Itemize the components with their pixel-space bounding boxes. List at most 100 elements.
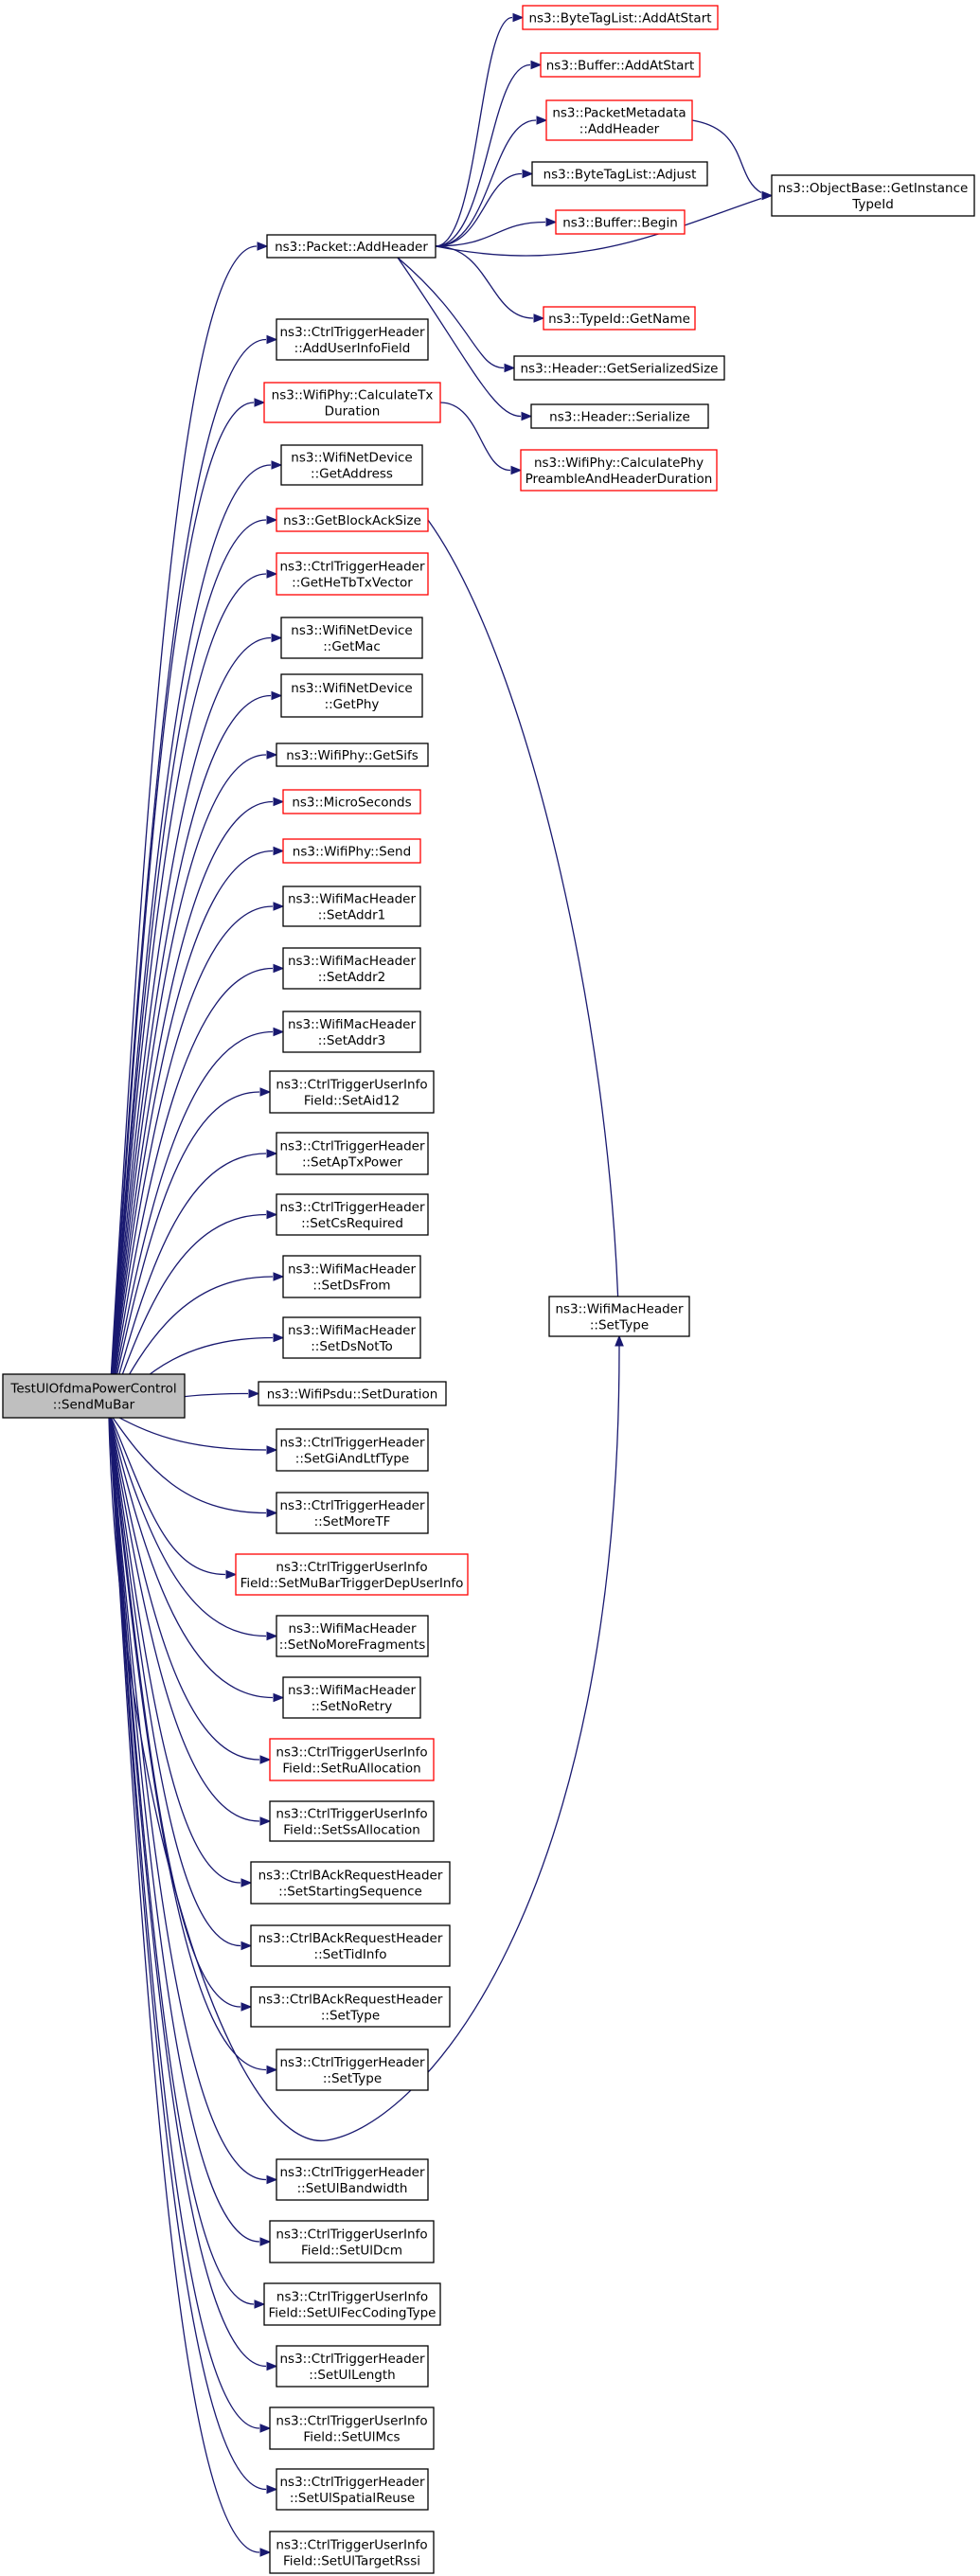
node-wifinetdevice-getmac[interactable]: ns3::WifiNetDevice::GetMac [280,617,423,659]
node-box[interactable] [269,2406,435,2450]
node-ctrltriggeruserinfofield-setruallocation[interactable]: ns3::CtrlTriggerUserInfoField::SetRuAllo… [269,1738,435,1781]
node-wifiphy-calculatephypreambleandheaderduration[interactable]: ns3::WifiPhy::CalculatePhyPreambleAndHea… [520,449,718,492]
node-box[interactable] [250,1986,451,2028]
node-box[interactable] [282,789,421,814]
node-wifimacheader-setaddr3[interactable]: ns3::WifiMacHeader::SetAddr3 [282,1011,421,1053]
node-box[interactable] [280,444,423,486]
node-box[interactable] [530,403,709,429]
node-box[interactable] [548,1296,690,1337]
node-box[interactable] [250,1861,451,1905]
node-box[interactable] [276,552,429,596]
node-ctrltriggerheader-setmoretf[interactable]: ns3::CtrlTriggerHeader::SetMoreTF [276,1492,429,1534]
node-box[interactable] [520,449,718,492]
node-wifimacheader-setdsnotto[interactable]: ns3::WifiMacHeader::SetDsNotTo [282,1316,421,1359]
node-ctrltriggerheader-setulspatialreuse[interactable]: ns3::CtrlTriggerHeader::SetUlSpatialReus… [276,2468,429,2511]
node-ctrltriggerheader-setgiandltftype[interactable]: ns3::CtrlTriggerHeader::SetGiAndLtfType [276,1428,429,1472]
node-ctrltriggerheader-setcsrequired[interactable]: ns3::CtrlTriggerHeader::SetCsRequired [276,1193,429,1236]
node-box[interactable] [282,947,421,990]
node-box[interactable] [543,306,696,331]
node-ctrltriggeruserinfofield-setultargetrssi[interactable]: ns3::CtrlTriggerUserInfoField::SetUlTarg… [269,2531,435,2574]
node-box[interactable] [266,234,437,259]
node-wifimacheader-setdsfrom[interactable]: ns3::WifiMacHeader::SetDsFrom [282,1255,421,1298]
node-box[interactable] [276,1193,429,1236]
node-box[interactable] [276,2468,429,2511]
node-buffer-begin[interactable]: ns3::Buffer::Begin [555,209,686,235]
node-box[interactable] [276,2158,429,2201]
node-wifimacheader-setaddr2[interactable]: ns3::WifiMacHeader::SetAddr2 [282,947,421,990]
node-box[interactable] [280,617,423,659]
node-wifimacheader-setnoretry[interactable]: ns3::WifiMacHeader::SetNoRetry [282,1676,421,1719]
node-box[interactable] [263,2282,441,2326]
node-getblockacksize[interactable]: ns3::GetBlockAckSize [276,508,429,532]
node-ctrlbackrequestheader-settype[interactable]: ns3::CtrlBAckRequestHeader::SetType [250,1986,451,2028]
node-packet-addheader[interactable]: ns3::Packet::AddHeader [266,234,437,259]
node-ctrltriggeruserinfofield-setulfeccodingtype[interactable]: ns3::CtrlTriggerUserInfoField::SetUlFecC… [263,2282,441,2326]
node-ctrltriggerheader-setaptxpower[interactable]: ns3::CtrlTriggerHeader::SetApTxPower [276,1132,429,1175]
node-box[interactable] [276,1492,429,1534]
node-buffer-addatstart[interactable]: ns3::Buffer::AddAtStart [540,52,701,78]
node-box[interactable] [250,1924,451,1967]
node-packetmetadata-addheader[interactable]: ns3::PacketMetadata::AddHeader [545,99,693,141]
node-wifimacheader-setaddr1[interactable]: ns3::WifiMacHeader::SetAddr1 [282,886,421,927]
node-root[interactable]: TestUlOfdmaPowerControl::SendMuBar [2,1373,186,1419]
node-box[interactable] [276,318,429,361]
node-box[interactable] [276,1428,429,1472]
node-wifiphy-getsifs[interactable]: ns3::WifiPhy::GetSifs [276,742,429,767]
node-ctrlbackrequestheader-setstartingsequence[interactable]: ns3::CtrlBAckRequestHeader::SetStartingS… [250,1861,451,1905]
node-typeid-getname[interactable]: ns3::TypeId::GetName [543,306,696,331]
node-wifinetdevice-getphy[interactable]: ns3::WifiNetDevice::GetPhy [280,673,423,718]
node-ctrltriggeruserinfofield-setssallocation[interactable]: ns3::CtrlTriggerUserInfoField::SetSsAllo… [269,1800,435,1842]
node-box[interactable] [276,2048,429,2091]
node-box[interactable] [282,886,421,927]
node-box[interactable] [269,2531,435,2574]
node-ctrltriggeruserinfofield-setmubartriggerdepuserinfo[interactable]: ns3::CtrlTriggerUserInfoField::SetMuBarT… [235,1553,469,1596]
node-box[interactable] [771,174,975,217]
node-box[interactable] [276,2345,429,2388]
node-wifiphy-send[interactable]: ns3::WifiPhy::Send [282,838,421,864]
node-box[interactable] [276,1132,429,1175]
node-ctrltriggerheader-adduserinfofield[interactable]: ns3::CtrlTriggerHeader::AddUserInfoField [276,318,429,361]
node-box[interactable] [276,508,429,532]
node-box[interactable] [263,382,441,423]
node-box[interactable] [545,99,693,141]
node-header-serialize[interactable]: ns3::Header::Serialize [530,403,709,429]
node-box[interactable] [282,1676,421,1719]
node-wifimacheader-setnomorefragments[interactable]: ns3::WifiMacHeader::SetNoMoreFragments [276,1615,429,1657]
node-box[interactable] [522,5,719,30]
node-bytetaglist-adjust[interactable]: ns3::ByteTagList::Adjust [531,161,708,187]
node-ctrlbackrequestheader-settidinfo[interactable]: ns3::CtrlBAckRequestHeader::SetTidInfo [250,1924,451,1967]
node-box[interactable] [235,1553,469,1596]
node-box[interactable] [2,1373,186,1419]
node-box[interactable] [269,2220,435,2263]
node-box[interactable] [269,1070,435,1114]
node-box[interactable] [531,161,708,187]
node-box[interactable] [276,1615,429,1657]
node-microseconds[interactable]: ns3::MicroSeconds [282,789,421,814]
node-box[interactable] [269,1738,435,1781]
node-box[interactable] [282,838,421,864]
node-box[interactable] [282,1316,421,1359]
node-box[interactable] [280,673,423,718]
node-box[interactable] [282,1011,421,1053]
node-box[interactable] [282,1255,421,1298]
node-wifipsdu-setduration[interactable]: ns3::WifiPsdu::SetDuration [258,1381,447,1406]
node-wifimacheader-settype[interactable]: ns3::WifiMacHeader::SetType [548,1296,690,1337]
node-ctrltriggerheader-setullength[interactable]: ns3::CtrlTriggerHeader::SetUlLength [276,2345,429,2388]
node-ctrltriggerheader-gethetbtxvector[interactable]: ns3::CtrlTriggerHeader::GetHeTbTxVector [276,552,429,596]
node-box[interactable] [555,209,686,235]
node-box[interactable] [276,742,429,767]
node-box[interactable] [269,1800,435,1842]
node-box[interactable] [258,1381,447,1406]
node-box[interactable] [540,52,701,78]
node-header-getserializedsize[interactable]: ns3::Header::GetSerializedSize [513,355,725,381]
node-box[interactable] [513,355,725,381]
node-ctrltriggerheader-settype[interactable]: ns3::CtrlTriggerHeader::SetType [276,2048,429,2091]
node-ctrltriggerheader-setulbandwidth[interactable]: ns3::CtrlTriggerHeader::SetUlBandwidth [276,2158,429,2201]
node-wifinetdevice-getaddress[interactable]: ns3::WifiNetDevice::GetAddress [280,444,423,486]
node-bytetaglist-addatstart[interactable]: ns3::ByteTagList::AddAtStart [522,5,719,30]
